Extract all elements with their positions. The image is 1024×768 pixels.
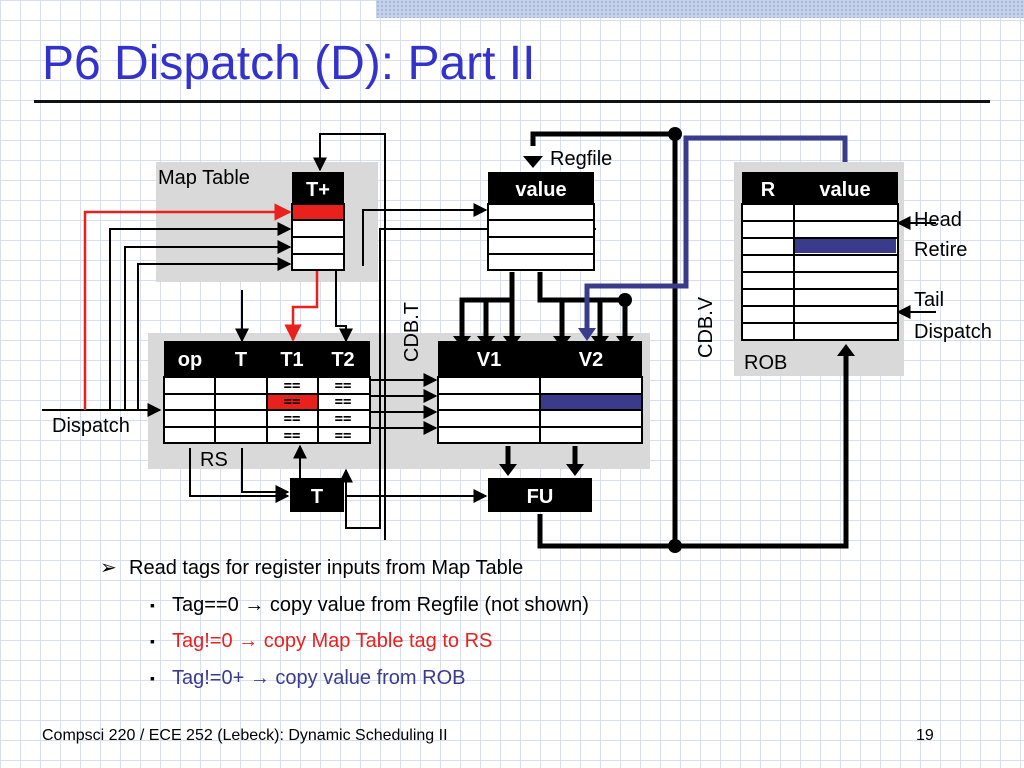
rs-header-t: T: [235, 349, 247, 371]
rs-header-v1: V1: [477, 349, 501, 371]
map-table-selected-row: [291, 203, 345, 221]
dispatch-left-label: Dispatch: [52, 415, 130, 437]
rob-selected-value: [795, 238, 896, 253]
rs-eq-mark: ==: [335, 428, 352, 444]
fu-box: FU: [488, 478, 592, 512]
map-table-label: Map Table: [158, 167, 250, 189]
regfile: value: [487, 172, 595, 271]
regfile-header: value: [515, 179, 566, 201]
title-rule: [34, 100, 990, 103]
rs-eq-mark: ==: [284, 411, 301, 427]
rs-values-table: V1 V2: [437, 341, 643, 444]
bullet-text-tag-eq-zero: Tag==0 → copy value from Regfile (not sh…: [172, 594, 589, 616]
rs-selected-v2: [541, 394, 641, 410]
slide-title: P6 Dispatch (D): Part II: [42, 37, 536, 90]
rob-value-path: [578, 135, 848, 341]
rs-header-v2: V2: [579, 349, 603, 371]
thick-buses: [459, 131, 849, 549]
bullet-text-tag-neq-zero-plus: Tag!=0+ → copy value from ROB: [172, 667, 466, 689]
rs-table: op T T1 T2 == == == == == == == ==: [163, 341, 371, 444]
rs-eq-mark: ==: [284, 378, 301, 394]
dispatch-right-label: Dispatch: [914, 321, 992, 343]
map-table-header: T+: [306, 179, 330, 201]
rs-header-op: op: [178, 349, 202, 371]
page-number: 19: [916, 727, 934, 744]
cdb-t-label: CDB.T: [401, 302, 423, 362]
fu-box-label: FU: [527, 486, 554, 508]
rob-header-r: R: [761, 179, 776, 201]
rob-header-value: value: [819, 179, 870, 201]
rob-label: ROB: [744, 352, 787, 374]
thin-wires: [42, 133, 936, 540]
t-box-label: T: [311, 486, 323, 508]
map-table: T+: [291, 172, 345, 271]
rs-label: RS: [200, 449, 228, 471]
rs-header-t1: T1: [280, 349, 303, 371]
corner-pattern: [376, 0, 1024, 18]
bullet-item: ➢: [100, 556, 117, 580]
rs-eq-mark: ==: [284, 394, 301, 410]
bullet-marker: ▪: [150, 597, 155, 613]
regfile-label: Regfile: [550, 148, 612, 170]
tail-label: Tail: [914, 289, 944, 311]
bullet-text-tag-neq-zero: Tag!=0 → copy Map Table tag to RS: [172, 630, 493, 652]
cdb-v-label: CDB.V: [695, 296, 717, 358]
bullet-marker: ➢: [100, 557, 117, 579]
retire-label: Retire: [914, 239, 967, 261]
junction-dots: [618, 127, 682, 553]
rs-eq-mark: ==: [284, 428, 301, 444]
rs-eq-mark: ==: [335, 394, 352, 410]
rob: R value: [741, 172, 899, 341]
dispatch-diagram: T+ Map Table value Regfile R value ROB H…: [42, 127, 992, 553]
t-box: T: [290, 478, 344, 512]
rs-eq-mark: ==: [335, 378, 352, 394]
bullet-marker: ▪: [150, 633, 155, 649]
bullet-text-read-tags: Read tags for register inputs from Map T…: [129, 557, 524, 579]
bullet-marker: ▪: [150, 670, 155, 686]
rs-header-t2: T2: [331, 349, 354, 371]
footer-course: Compsci 220 / ECE 252 (Lebeck): Dynamic …: [42, 727, 448, 744]
rs-eq-mark: ==: [335, 411, 352, 427]
head-label: Head: [914, 209, 962, 231]
rs-selected-t1: [267, 394, 318, 410]
